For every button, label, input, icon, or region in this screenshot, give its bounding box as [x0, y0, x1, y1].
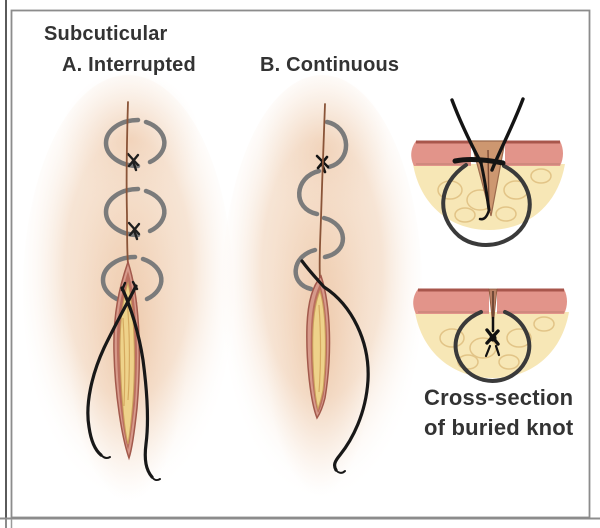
cross-section-top-illustration [411, 97, 565, 247]
suture-threads [300, 259, 370, 474]
fat-texture [122, 299, 130, 407]
continuous-suture-curves [293, 119, 349, 292]
buried-knot [484, 316, 501, 358]
fat-texture [318, 304, 322, 393]
panel-b-illustration [222, 75, 422, 505]
panel-b-label: B. Continuous [260, 54, 400, 76]
caption-line-2: of buried knot [424, 415, 574, 440]
panel-a-label: A. Interrupted [62, 54, 196, 76]
suture-threads [86, 280, 161, 482]
suture-loop [103, 117, 167, 169]
figure-title: Subcuticular [44, 23, 168, 45]
dermis-layer [413, 288, 567, 314]
thread-right [120, 286, 154, 479]
cross-section-bottom-illustration [413, 288, 569, 383]
cross-section-caption: Cross-section of buried knot [424, 383, 573, 443]
suture-loop [441, 163, 532, 247]
panel-a-illustration [23, 70, 233, 505]
suture-loop [103, 186, 167, 238]
incision-line [318, 103, 326, 279]
suture-loop [453, 310, 532, 383]
thread-left [86, 284, 138, 457]
caption-line-1: Cross-section [424, 385, 574, 410]
open-wound [306, 274, 331, 420]
buried-knot-marks [126, 152, 141, 241]
thread-continuous [300, 259, 370, 472]
needle-threads [450, 97, 525, 221]
subcutaneous-fat [312, 289, 326, 411]
incision-line [125, 101, 129, 265]
